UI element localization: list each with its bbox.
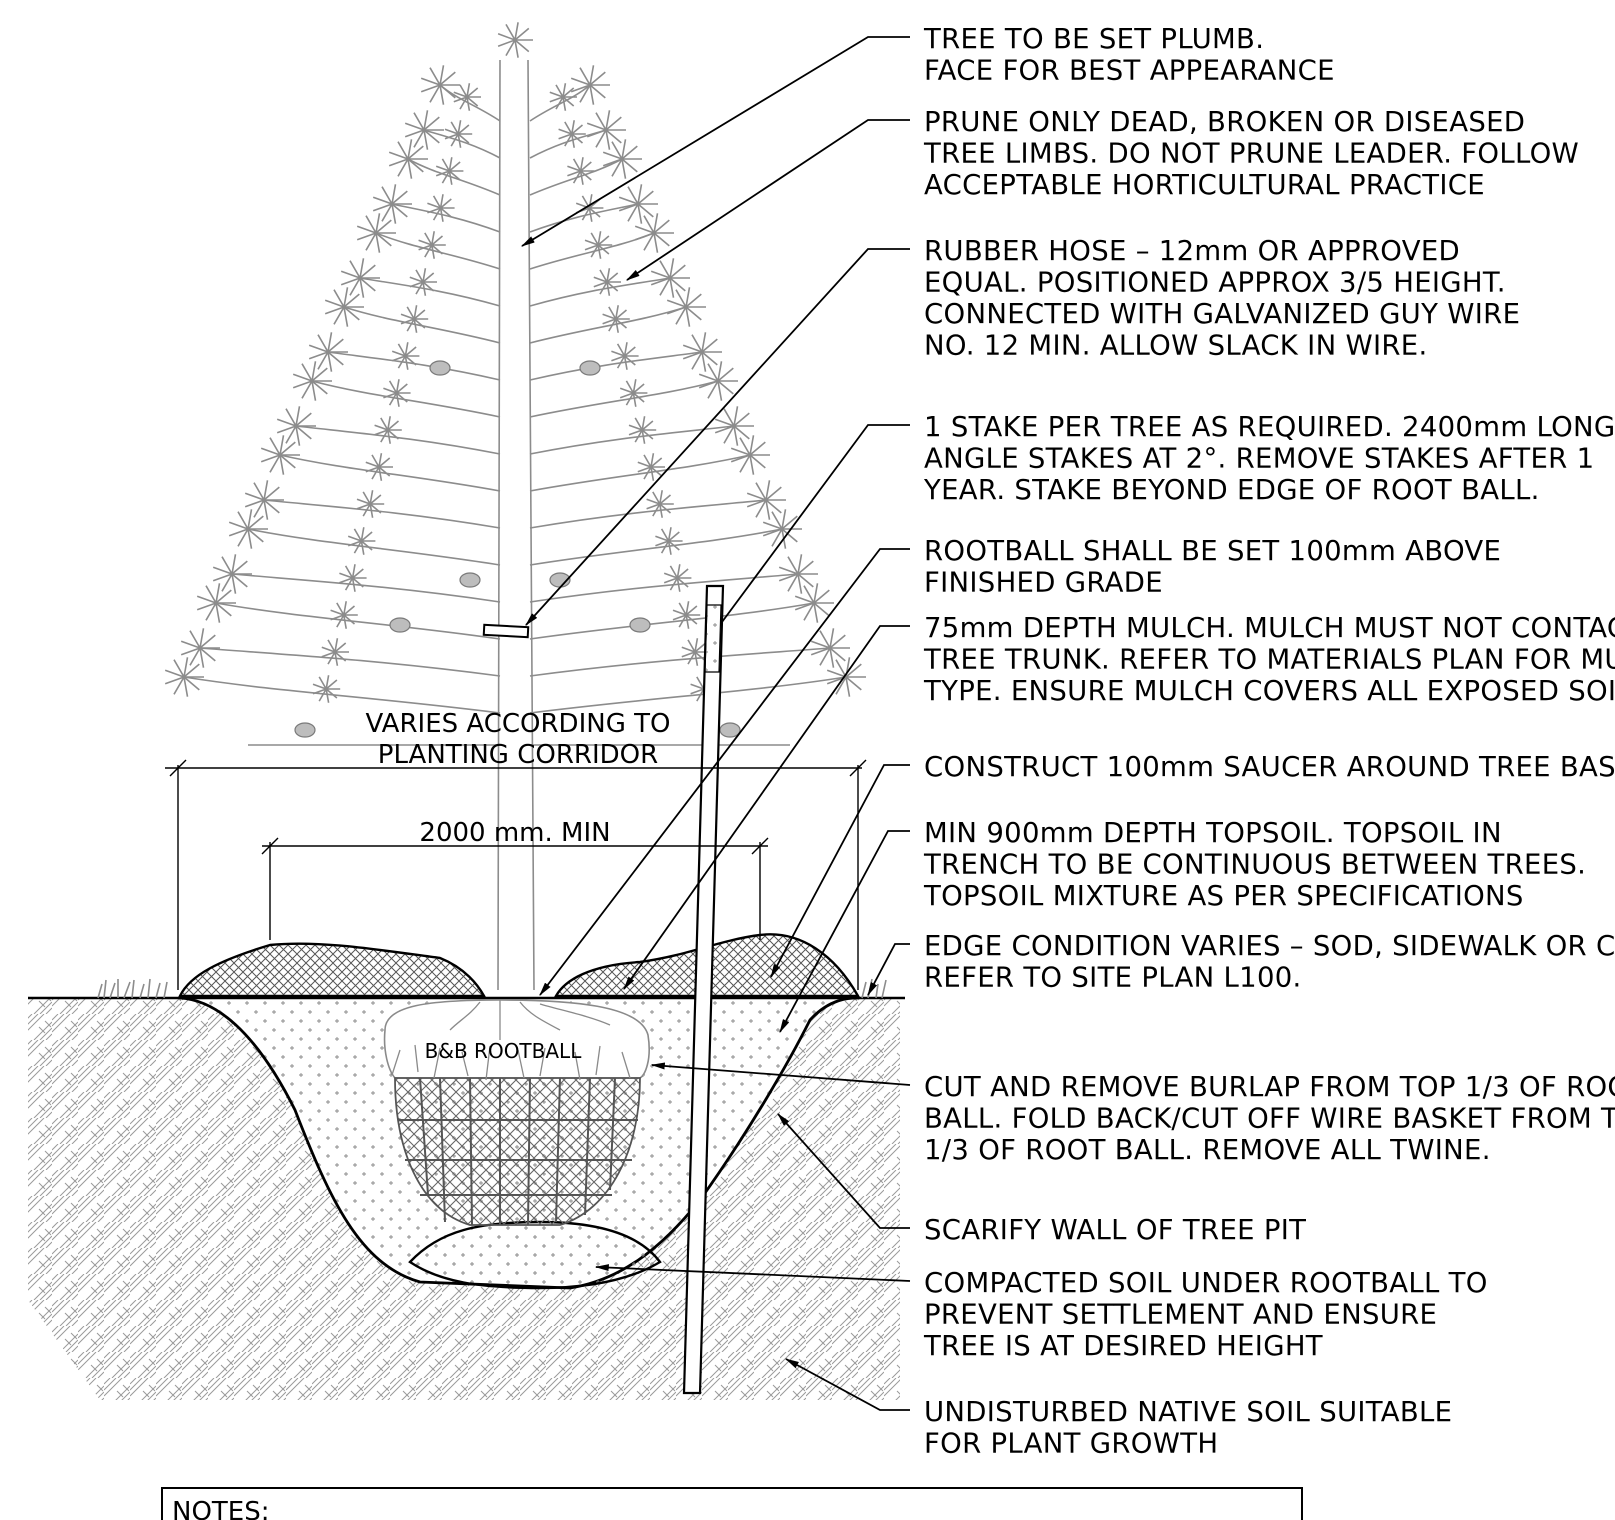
leader-prune: [626, 119, 910, 281]
callout-4: 1 STAKE PER TREE AS REQUIRED. 2400mm LON…: [923, 411, 1615, 506]
callouts: TREE TO BE SET PLUMB.FACE FOR BEST APPEA…: [923, 23, 1615, 1460]
callout-6-line-3: TYPE. ENSURE MULCH COVERS ALL EXPOSED SO…: [923, 675, 1615, 707]
tree-trunk: [496, 59, 535, 991]
corridor-label-line1: VARIES ACCORDING TO: [366, 709, 671, 739]
leaders: [521, 36, 911, 1411]
callout-10-line-1: CUT AND REMOVE BURLAP FROM TOP 1/3 OF RO…: [924, 1071, 1615, 1103]
callout-13-line-2: FOR PLANT GROWTH: [924, 1428, 1218, 1460]
callout-6: 75mm DEPTH MULCH. MULCH MUST NOT CONTACT…: [923, 612, 1615, 707]
callout-12-line-2: PREVENT SETTLEMENT AND ENSURE: [924, 1299, 1437, 1331]
pine-cones: [294, 360, 741, 738]
mulch-saucer: [178, 933, 861, 998]
rootball-label: B&B ROOTBALL: [425, 1039, 583, 1063]
callout-4-line-2: ANGLE STAKES AT 2°. REMOVE STAKES AFTER …: [924, 443, 1594, 475]
callout-9: EDGE CONDITION VARIES – SOD, SIDEWALK OR…: [924, 930, 1615, 994]
callout-7: CONSTRUCT 100mm SAUCER AROUND TREE BASE: [924, 751, 1615, 783]
notes-title: NOTES:: [172, 1497, 270, 1520]
dimension-min-width: [261, 837, 769, 940]
leader-hose: [525, 248, 910, 626]
callout-10-line-2: BALL. FOLD BACK/CUT OFF WIRE BASKET FROM…: [924, 1103, 1615, 1135]
callout-8-line-1: MIN 900mm DEPTH TOPSOIL. TOPSOIL IN: [924, 817, 1502, 849]
callout-2-line-1: PRUNE ONLY DEAD, BROKEN OR DISEASED: [924, 106, 1525, 138]
callout-8-line-2: TRENCH TO BE CONTINUOUS BETWEEN TREES.: [923, 849, 1586, 881]
callout-3-line-3: CONNECTED WITH GALVANIZED GUY WIRE: [924, 298, 1520, 330]
leader-plumb: [521, 36, 910, 247]
leader-native: [784, 1358, 910, 1411]
leader-stake: [721, 424, 910, 623]
callout-2-line-3: ACCEPTABLE HORTICULTURAL PRACTICE: [924, 169, 1485, 201]
callout-12-line-3: TREE IS AT DESIRED HEIGHT: [923, 1330, 1323, 1362]
tree-stake: [682, 584, 725, 1395]
corridor-label-line2: PLANTING CORRIDOR: [378, 740, 658, 770]
leader-mulch: [623, 625, 910, 990]
leader-burlap: [650, 1062, 911, 1086]
min-width-label: 2000 mm. MIN: [419, 818, 610, 848]
callout-3-line-4: NO. 12 MIN. ALLOW SLACK IN WIRE.: [924, 330, 1428, 362]
rootball: [383, 999, 650, 1226]
leader-compacted: [594, 1264, 911, 1282]
dimension-corridor: [165, 759, 867, 990]
leader-rootball-set: [539, 548, 910, 996]
callout-4-line-3: YEAR. STAKE BEYOND EDGE OF ROOT BALL.: [923, 474, 1540, 506]
callout-8-line-3: TOPSOIL MIXTURE AS PER SPECIFICATIONS: [923, 880, 1524, 912]
callout-1-line-1: TREE TO BE SET PLUMB.: [923, 23, 1264, 55]
leader-topsoil: [779, 830, 910, 1034]
callout-6-line-1: 75mm DEPTH MULCH. MULCH MUST NOT CONTACT: [924, 612, 1615, 644]
callout-1: TREE TO BE SET PLUMB.FACE FOR BEST APPEA…: [923, 23, 1335, 87]
callout-11-line-1: SCARIFY WALL OF TREE PIT: [924, 1214, 1306, 1246]
callout-2-line-2: TREE LIMBS. DO NOT PRUNE LEADER. FOLLOW: [923, 138, 1579, 170]
native-soil: [28, 998, 900, 1400]
callout-4-line-1: 1 STAKE PER TREE AS REQUIRED. 2400mm LON…: [924, 411, 1615, 443]
tree-crown: [164, 22, 866, 746]
callout-6-line-2: TREE TRUNK. REFER TO MATERIALS PLAN FOR …: [923, 644, 1615, 676]
callout-1-line-2: FACE FOR BEST APPEARANCE: [924, 55, 1335, 87]
callout-5-line-2: FINISHED GRADE: [924, 567, 1163, 599]
callout-11: SCARIFY WALL OF TREE PIT: [924, 1214, 1306, 1246]
callout-12-line-1: COMPACTED SOIL UNDER ROOTBALL TO: [924, 1267, 1488, 1299]
callout-3-line-2: EQUAL. POSITIONED APPROX 3/5 HEIGHT.: [924, 267, 1506, 299]
leader-scarify: [777, 1113, 910, 1229]
callout-3-line-1: RUBBER HOSE – 12mm OR APPROVED: [924, 235, 1460, 267]
tree: [164, 22, 866, 991]
callout-10-line-3: 1/3 OF ROOT BALL. REMOVE ALL TWINE.: [924, 1134, 1491, 1166]
rubber-hose: [482, 623, 530, 639]
callout-9-line-2: REFER TO SITE PLAN L100.: [924, 962, 1302, 994]
callout-7-line-1: CONSTRUCT 100mm SAUCER AROUND TREE BASE: [924, 751, 1615, 783]
callout-10: CUT AND REMOVE BURLAP FROM TOP 1/3 OF RO…: [924, 1071, 1615, 1166]
leader-edge: [867, 943, 910, 997]
callout-13-line-1: UNDISTURBED NATIVE SOIL SUITABLE: [924, 1396, 1452, 1428]
leader-saucer: [770, 764, 910, 979]
notes-box: [161, 1487, 1303, 1520]
callout-9-line-1: EDGE CONDITION VARIES – SOD, SIDEWALK OR…: [924, 930, 1615, 962]
callout-5-line-1: ROOTBALL SHALL BE SET 100mm ABOVE: [924, 535, 1501, 567]
